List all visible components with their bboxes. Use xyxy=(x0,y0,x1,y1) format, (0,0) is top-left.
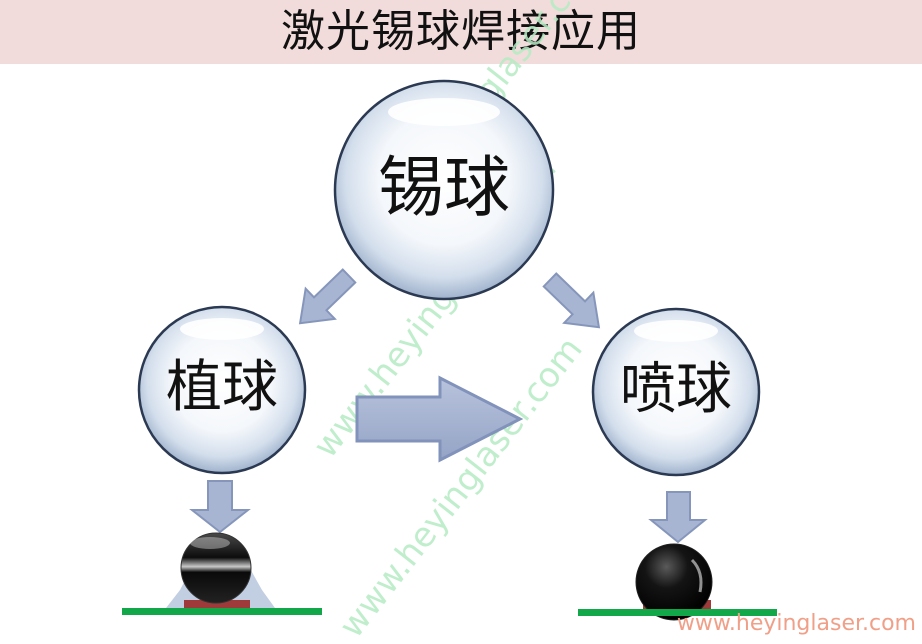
ball-jetting-illustration xyxy=(578,543,777,621)
node-top: 锡球 xyxy=(333,79,555,301)
arrow-left-down xyxy=(189,480,251,534)
title-bar: 激光锡球焊接应用 xyxy=(0,0,922,64)
node-left: 植球 xyxy=(137,305,307,475)
node-top-label: 锡球 xyxy=(378,149,510,226)
arrow-top-to-right xyxy=(542,272,601,329)
node-right: 喷球 xyxy=(591,307,761,477)
arrow-top-to-left xyxy=(298,268,357,325)
footer-url: www.heyinglaser.com xyxy=(676,611,916,636)
pcb-left xyxy=(122,608,322,615)
node-right-label: 喷球 xyxy=(620,357,732,422)
arrow-right-down xyxy=(648,491,708,544)
ball-placement-illustration xyxy=(122,532,322,615)
node-left-label: 植球 xyxy=(166,355,278,420)
pcb-right xyxy=(578,609,777,616)
arrow-left-to-right xyxy=(355,375,524,463)
page-title: 激光锡球焊接应用 xyxy=(281,6,641,57)
